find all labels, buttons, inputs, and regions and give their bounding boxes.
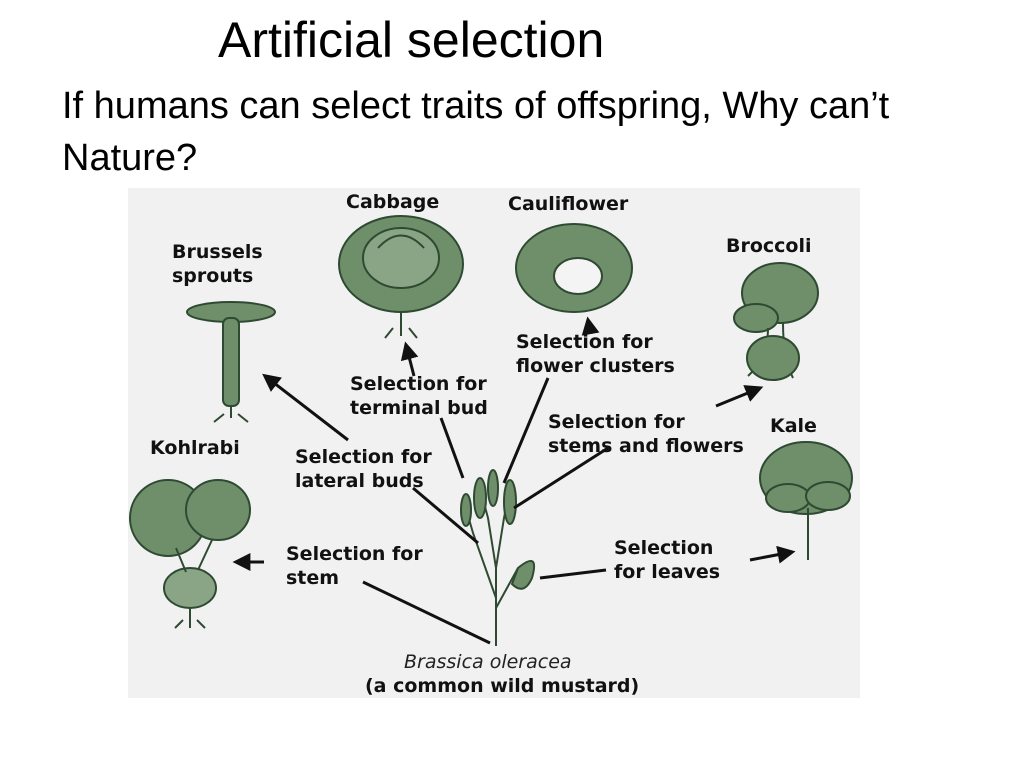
wild-mustard-plant <box>460 469 536 646</box>
label-selection-leaves: Selection for leaves <box>614 537 721 583</box>
broccoli-illustration <box>733 262 819 381</box>
brussels-sprouts-illustration <box>186 301 276 423</box>
label-selection-lateral-buds: Selection for lateral buds <box>295 446 432 492</box>
label-selection-stem: Selection for stem <box>286 543 423 589</box>
ancestor-common-name: (a common wild mustard) <box>365 675 640 697</box>
label-kale: Kale <box>770 415 817 437</box>
cabbage-illustration <box>338 215 464 339</box>
slide-subtitle: If humans can select traits of offspring… <box>62 85 890 179</box>
label-selection-stems-flowers: Selection for stems and flowers <box>548 411 744 457</box>
brassica-diagram: Cabbage Cauliflower Brussels sprouts Bro… <box>128 188 860 698</box>
label-selection-flower-clusters: Selection for flower clusters <box>516 331 675 377</box>
label-kohlrabi: Kohlrabi <box>150 437 240 459</box>
cauliflower-illustration <box>515 223 633 313</box>
label-cauliflower: Cauliflower <box>508 193 629 215</box>
diagram-artwork <box>129 215 853 646</box>
ancestor-species-name: Brassica oleracea <box>404 651 572 673</box>
label-selection-terminal-bud: Selection for terminal bud <box>350 373 488 419</box>
label-brussels-sprouts: Brussels sprouts <box>172 241 263 287</box>
kale-illustration <box>759 441 853 560</box>
slide-title: Artificial selection <box>218 12 605 68</box>
connector-lines <box>362 377 609 645</box>
label-broccoli: Broccoli <box>726 235 812 257</box>
selection-arrows <box>232 316 796 571</box>
kohlrabi-illustration <box>129 479 251 629</box>
label-cabbage: Cabbage <box>346 191 440 213</box>
